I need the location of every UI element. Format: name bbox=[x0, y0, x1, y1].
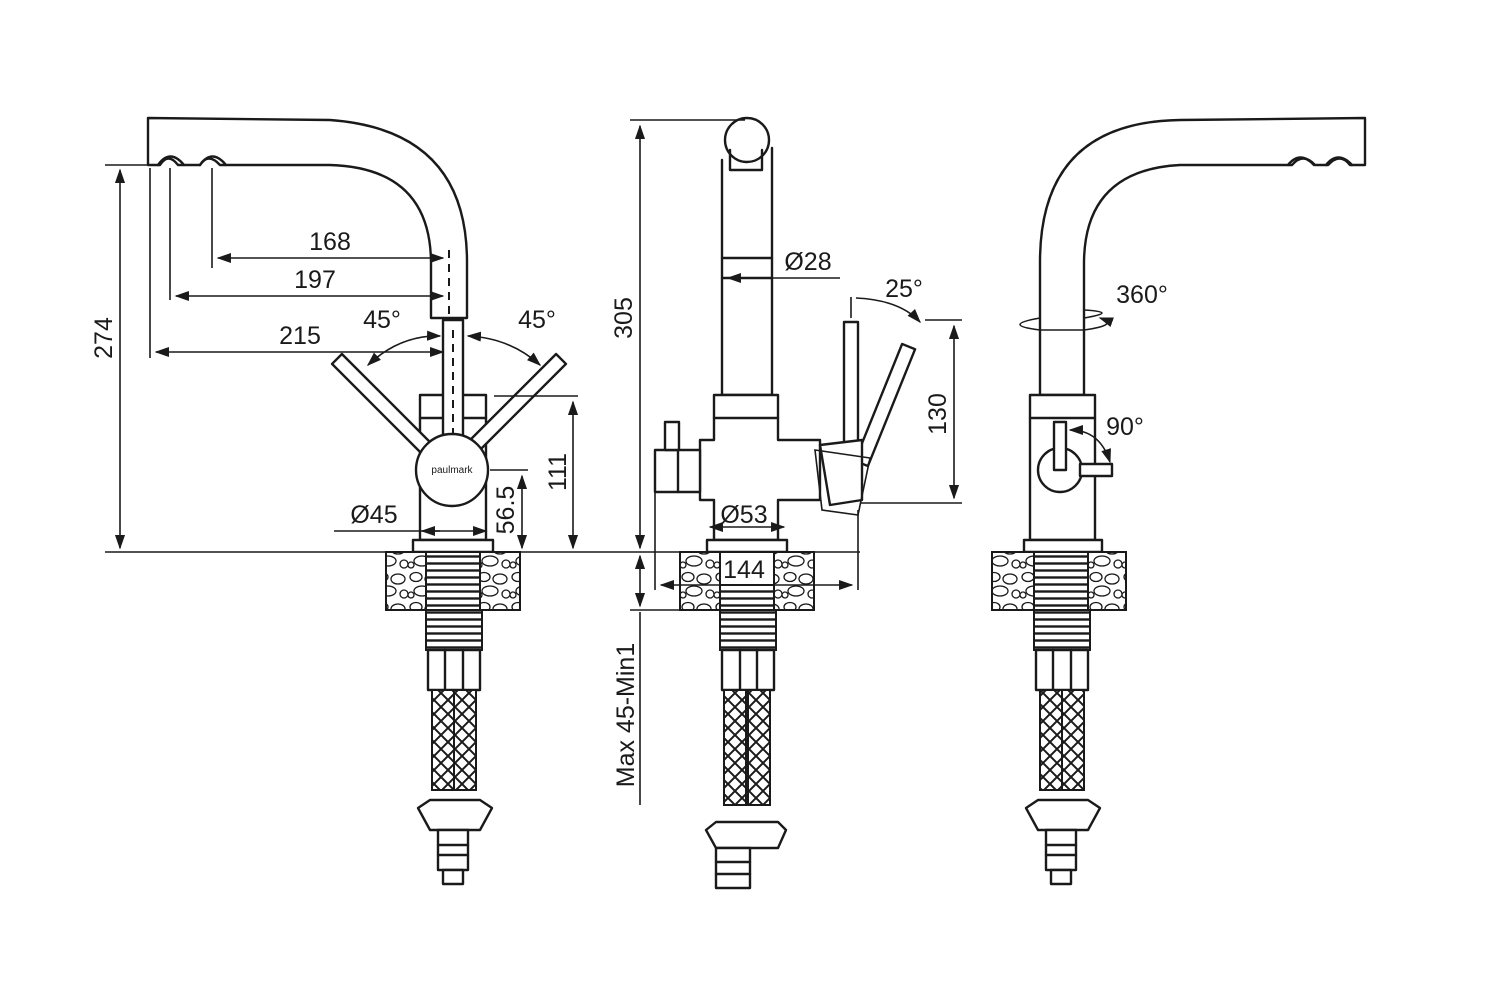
side-hose-right bbox=[747, 689, 771, 806]
front-base-ring bbox=[411, 538, 495, 554]
counter-thickness-label: Max 45-Min1 bbox=[612, 643, 640, 788]
rotation-360-arc bbox=[1019, 317, 1114, 331]
dia-53-label: Ø53 bbox=[720, 501, 767, 529]
front-aerator-right bbox=[198, 155, 228, 167]
angle-right-label: 45° bbox=[518, 306, 556, 334]
dim-197-label: 197 bbox=[294, 266, 336, 294]
angle-90-label: 90° bbox=[1106, 413, 1144, 441]
dim-56-5-label: 56.5 bbox=[492, 486, 520, 535]
front-spout bbox=[146, 116, 469, 320]
front-hose-fitting bbox=[416, 798, 494, 832]
brand-logo: paulmark bbox=[431, 465, 473, 476]
angle-left-label: 45° bbox=[363, 306, 401, 334]
angle-25-arc bbox=[855, 297, 921, 324]
side-hose-fitting bbox=[704, 820, 788, 850]
front-hose-left bbox=[431, 689, 455, 791]
dim-305-label: 305 bbox=[610, 297, 638, 339]
rear-shank bbox=[1033, 609, 1091, 651]
front-hose-right bbox=[453, 689, 477, 791]
brand-knob bbox=[414, 432, 490, 508]
angle-left-arc bbox=[366, 330, 442, 366]
front-aerator-left bbox=[156, 155, 186, 167]
angle-25-label: 25° bbox=[885, 275, 923, 303]
dim-130-label: 130 bbox=[924, 393, 952, 435]
front-nut bbox=[426, 648, 482, 692]
dim-168-label: 168 bbox=[309, 228, 351, 256]
side-lever-tilted bbox=[853, 342, 917, 468]
dim-111-label: 111 bbox=[544, 453, 572, 491]
side-spout bbox=[720, 146, 774, 397]
side-cartridge bbox=[818, 438, 864, 507]
angle-right-arc bbox=[466, 331, 542, 366]
side-view: 305 Ø28 25° 130 Ø53 144 Max 45-Min1 bbox=[610, 116, 962, 890]
side-lever-upright bbox=[842, 320, 860, 449]
front-view: paulmark 274 168 197 215 45° 45° bbox=[90, 116, 579, 886]
rear-spout bbox=[1038, 116, 1367, 397]
side-shank bbox=[719, 609, 777, 651]
angle-90-arc bbox=[1068, 424, 1111, 464]
rotation-360-label: 360° bbox=[1116, 281, 1168, 309]
rear-hose-right bbox=[1061, 689, 1085, 791]
rear-knob-lever bbox=[1078, 462, 1114, 478]
dim-144-label: 144 bbox=[723, 556, 765, 584]
side-hose-left bbox=[723, 689, 747, 806]
rear-view: 360° 90° bbox=[991, 116, 1367, 886]
dia-45-label: Ø45 bbox=[350, 501, 397, 529]
dim-215-label: 215 bbox=[279, 322, 321, 350]
dia-28-label: Ø28 bbox=[784, 248, 831, 276]
front-shank bbox=[425, 609, 483, 651]
dim-274-label: 274 bbox=[90, 317, 118, 359]
rear-hose-left bbox=[1039, 689, 1063, 791]
